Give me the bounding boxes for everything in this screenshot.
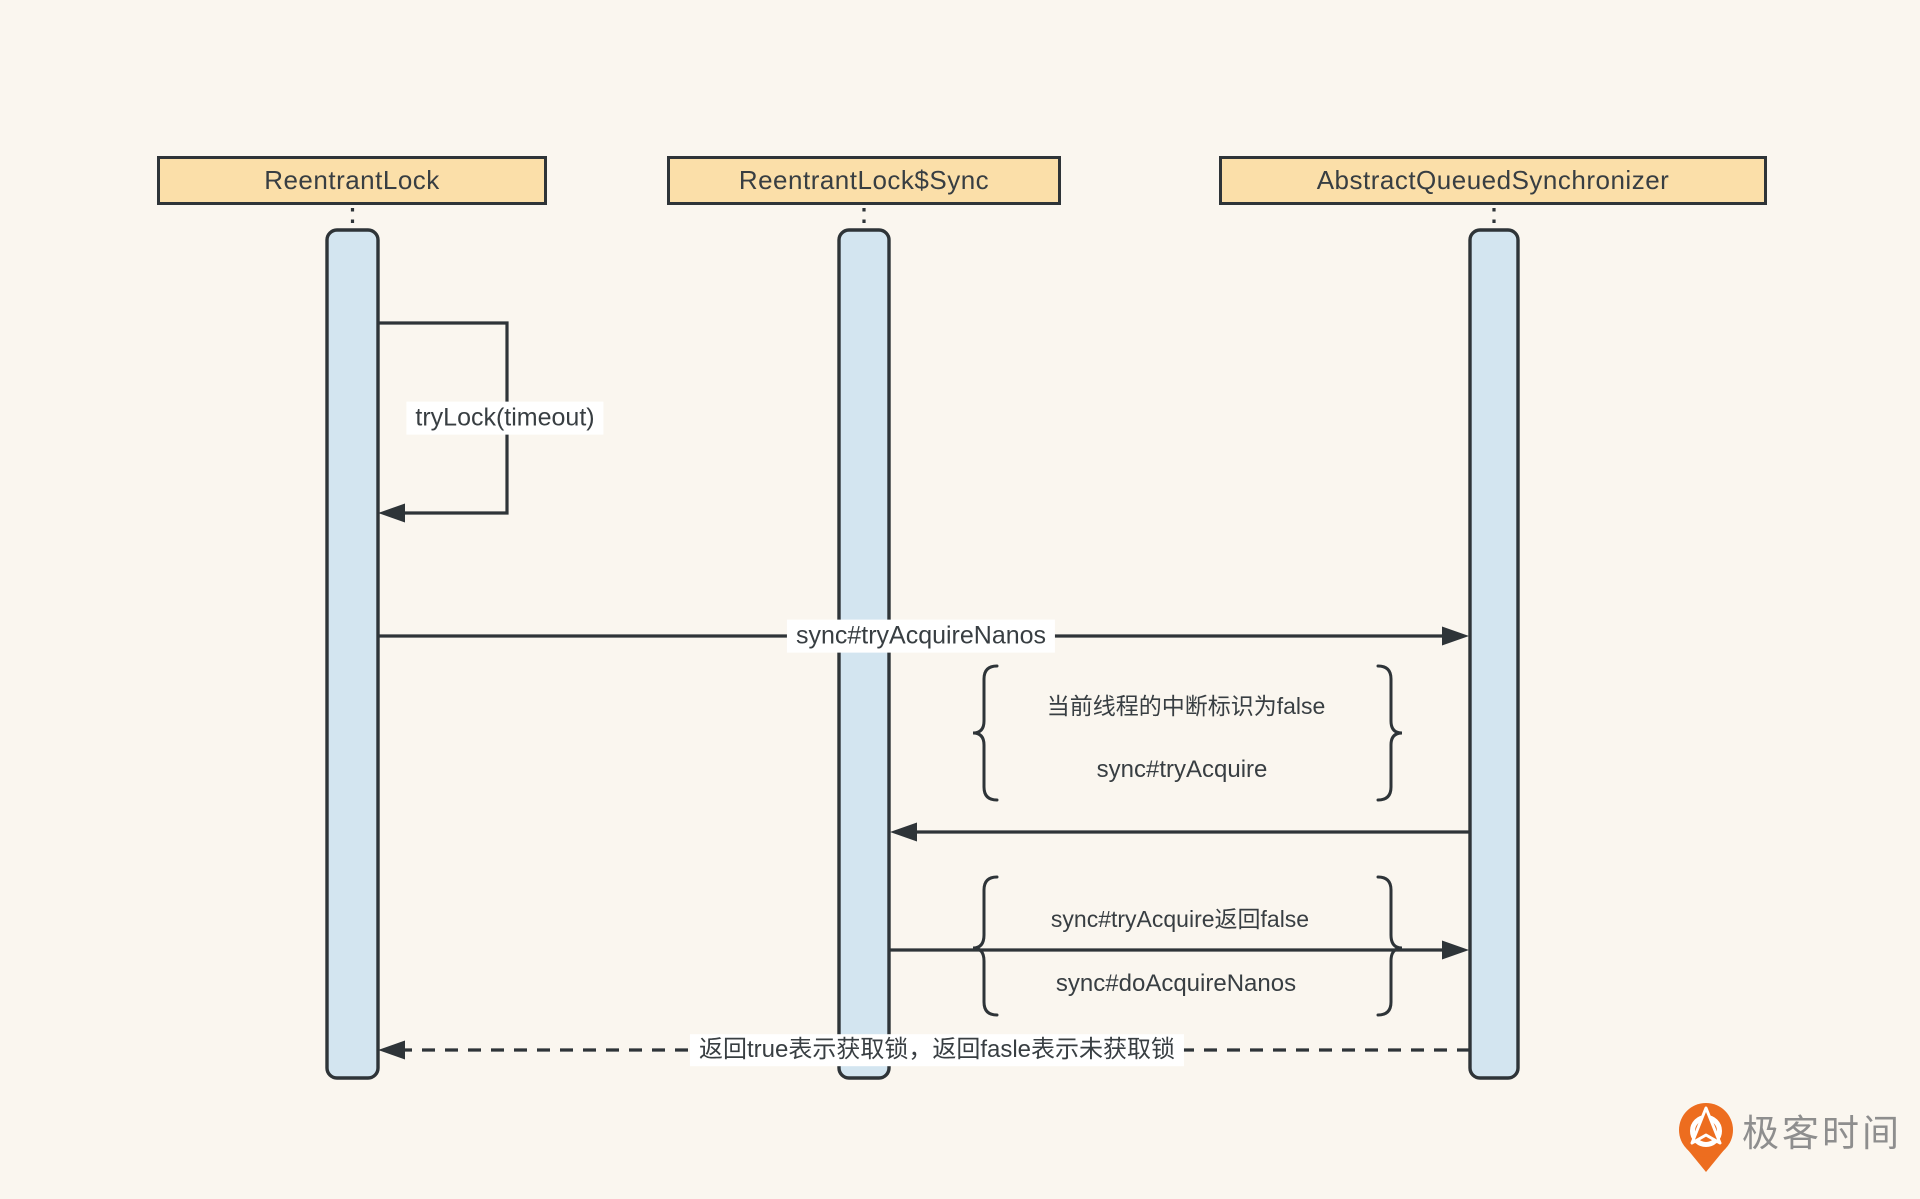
logo-pin-tail [1688,1150,1724,1172]
message-return-to-sync-arrowhead-icon [890,822,917,842]
self-message-arrowhead-icon [378,503,405,523]
note1-line1: 当前线程的中断标识为false [1046,693,1326,719]
participant-reentrantlock-sync: ReentrantLock$Sync [667,156,1061,205]
note1-line2: sync#tryAcquire [1096,756,1268,783]
note2-line2: sync#doAcquireNanos [1055,970,1297,997]
participant-abstractqueuedsynchronizer: AbstractQueuedSynchronizer [1219,156,1767,205]
geektime-logo-text: 极客时间 [1742,1112,1902,1154]
note1-left-brace-icon [972,664,999,802]
activation-bar-aqs [1468,228,1520,1080]
message-doacquirenanos-arrowhead-icon [1442,940,1469,960]
message-label-tryacquirenanos: sync#tryAcquireNanos [786,619,1056,653]
message-final-return-arrowhead-icon [378,1040,405,1060]
note2-line1: sync#tryAcquire返回false [1050,906,1310,932]
geektime-logo-icon [1679,1103,1733,1172]
logo-arrow [1690,1106,1722,1145]
message-label-trylock-timeout: tryLock(timeout) [406,401,604,435]
message-label-final-return: 返回true表示获取锁，返回fasle表示未获取锁 [689,1034,1185,1066]
note1-right-brace-icon [1376,664,1403,802]
activation-bar-reentrantlock [325,228,380,1080]
note2-right-brace-icon [1376,875,1403,1017]
activation-bar-sync [837,228,891,1080]
participant-reentrantlock: ReentrantLock [157,156,547,205]
note2-left-brace-icon [972,875,999,1017]
message-tryacquirenanos-arrowhead-icon [1442,626,1469,646]
